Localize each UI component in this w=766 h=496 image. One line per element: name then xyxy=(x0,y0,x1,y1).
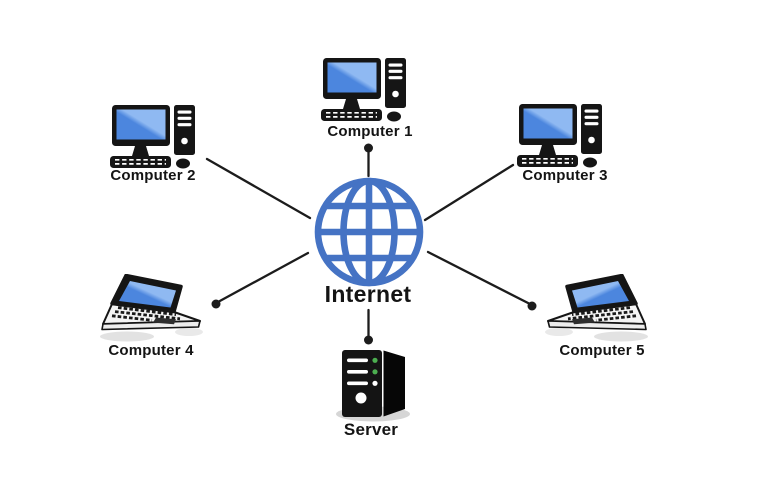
connection-line-computer5-internet xyxy=(426,250,532,306)
server-tower-icon xyxy=(330,344,414,430)
internet-label: Internet xyxy=(324,281,412,307)
node-server xyxy=(330,344,414,430)
laptop-computer-icon xyxy=(543,274,651,342)
node-computer-4 xyxy=(97,274,205,342)
connection-dot-computer1 xyxy=(364,143,373,153)
computer4-label: Computer 4 xyxy=(108,342,194,359)
connection-dot-computer4 xyxy=(211,299,221,309)
connection-dot-server xyxy=(364,335,373,345)
internet-globe-icon xyxy=(314,177,424,287)
node-computer-5 xyxy=(543,274,651,342)
desktop-computer-icon xyxy=(110,105,196,169)
computer5-label: Computer 5 xyxy=(559,342,645,359)
desktop-computer-icon xyxy=(517,104,603,168)
server-label: Server xyxy=(343,420,399,439)
node-computer-3 xyxy=(517,104,603,168)
node-computer-1 xyxy=(321,58,407,122)
desktop-computer-icon xyxy=(321,58,407,122)
computer3-label: Computer 3 xyxy=(522,167,608,184)
node-internet xyxy=(314,177,424,287)
node-computer-2 xyxy=(110,105,196,169)
connection-dot-computer5 xyxy=(527,301,537,311)
connection-line-computer4-internet xyxy=(216,251,310,304)
laptop-computer-icon xyxy=(97,274,205,342)
computer1-label: Computer 1 xyxy=(327,123,413,140)
connection-line-computer3-internet xyxy=(423,163,515,222)
computer2-label: Computer 2 xyxy=(110,167,196,184)
connection-line-computer2-internet xyxy=(205,157,312,220)
